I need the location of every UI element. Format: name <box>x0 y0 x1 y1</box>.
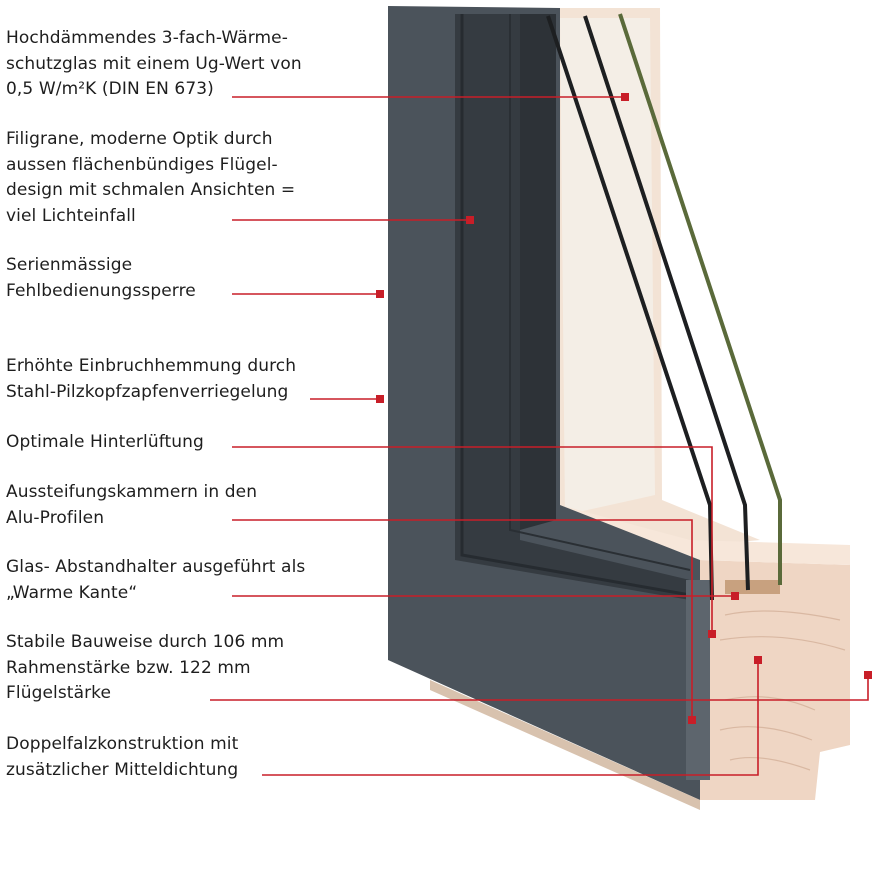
leader-chambers <box>232 519 693 720</box>
marker-chambers <box>688 716 696 724</box>
marker-depth <box>864 671 872 679</box>
leader-markers <box>376 93 872 724</box>
wood-grain <box>719 610 846 771</box>
marker-spacer <box>731 592 739 600</box>
pane-middle <box>583 15 750 591</box>
marker-glass <box>621 93 629 101</box>
frame-groove-2 <box>509 14 691 571</box>
aluminium-section <box>686 580 710 780</box>
callout-ventilation: Optimale Hinterlüftung <box>6 432 204 452</box>
wood-profile-top <box>560 505 850 565</box>
gasket <box>520 14 556 530</box>
callout-lock: Serienmässige Fehlbedienungssperre <box>6 255 196 301</box>
wood-profile <box>700 560 850 800</box>
marker-optics <box>466 216 474 224</box>
marker-burglary <box>376 395 384 403</box>
marker-lock <box>376 290 384 298</box>
marker-rebate <box>754 656 762 664</box>
leader-rebate <box>262 660 759 776</box>
callout-chambers: Aussteifungskammern in den Alu-Profilen <box>6 482 258 528</box>
callout-depth: Stabile Bauweise durch 106 mm Rahmenstär… <box>6 632 285 703</box>
glass-area <box>560 18 655 515</box>
callout-spacer: Glas- Abstandhalter ausgeführt als „Warm… <box>6 557 306 603</box>
leader-lines <box>210 96 869 776</box>
marker-ventilation <box>708 630 716 638</box>
spacer-block <box>725 580 780 594</box>
callout-glass: Hochdämmendes 3-fach-Wärme- schutzglas m… <box>6 28 302 99</box>
leader-depth <box>210 675 869 701</box>
aluminium-frame-inner <box>455 14 690 600</box>
frame-base <box>430 680 700 810</box>
callout-optics: Filigrane, moderne Optik durch aussen fl… <box>6 129 296 226</box>
callout-rebate: Doppelfalzkonstruktion mit zusätzlicher … <box>6 734 239 780</box>
pane-inner <box>618 13 782 585</box>
leader-ventilation <box>232 446 713 632</box>
callout-burglary: Erhöhte Einbruchhemmung durch Stahl-Pilz… <box>6 356 297 402</box>
frame-groove <box>460 14 691 597</box>
